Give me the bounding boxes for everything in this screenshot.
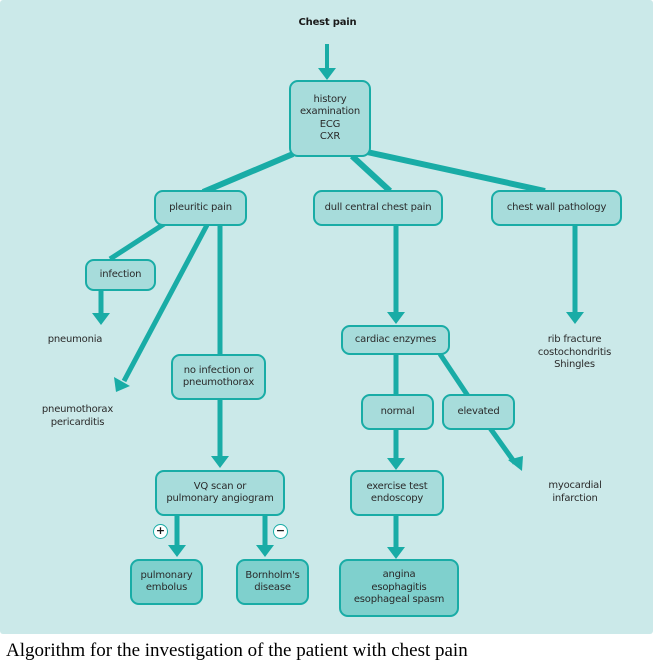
negative-result-icon: − — [273, 524, 288, 539]
node-chest-wall-pathology: chest wall pathology — [491, 190, 622, 226]
flowchart-title: Chest pain — [298, 17, 357, 28]
connector-layer — [92, 44, 584, 559]
node-cardiac-enzymes: cardiac enzymes — [341, 325, 450, 355]
node-infection: infection — [85, 259, 156, 291]
arrowhead-exercise — [387, 458, 405, 470]
arrowhead-chestwall — [566, 312, 584, 324]
connector-pleuritic-to-pneumothorax — [121, 223, 210, 383]
arrowhead-pneumonia — [92, 313, 110, 325]
arrowhead-vq — [211, 456, 229, 468]
node-exercise-test-endoscopy: exercise test endoscopy — [350, 470, 444, 516]
connector-assessment-to-chestwall — [366, 149, 546, 194]
connector-enzymes-to-elevated — [437, 352, 471, 398]
arrowhead-pe — [168, 545, 186, 557]
outcome-pneumothorax-pericarditis: pneumothorax pericarditis — [41, 404, 114, 428]
arrowhead-mi — [508, 456, 523, 471]
node-normal: normal — [361, 394, 434, 430]
node-bornholms-disease: Bornholm's disease — [236, 559, 309, 605]
arrowhead-bornholm — [256, 545, 274, 557]
arrowhead-title — [318, 68, 336, 80]
positive-result-icon: + — [153, 524, 168, 539]
node-dull-central-chest-pain: dull central chest pain — [313, 190, 443, 226]
arrowhead-pneumothorax — [114, 377, 130, 392]
connector-pleuritic-to-infection — [108, 221, 166, 262]
node-assessment: history examination ECG CXR — [289, 80, 371, 157]
figure-caption: Algorithm for the investigation of the p… — [6, 640, 468, 661]
node-vq-scan-or-angiogram: VQ scan or pulmonary angiogram — [155, 470, 285, 516]
outcome-myocardial-infarction: myocardial infarction — [548, 480, 602, 504]
arrowhead-angina — [387, 547, 405, 559]
outcome-chest-wall-diagnoses: rib fracture costochondritis Shingles — [537, 334, 612, 370]
node-no-infection-or-pneumothorax: no infection or pneumothorax — [171, 354, 266, 400]
arrowhead-enzymes — [387, 312, 405, 324]
node-elevated: elevated — [442, 394, 515, 430]
outcome-pneumonia: pneumonia — [47, 334, 103, 345]
node-pleuritic-pain: pleuritic pain — [154, 190, 247, 226]
node-angina-esophagitis: angina esophagitis esophageal spasm — [339, 559, 459, 617]
connector-assessment-to-dull — [349, 153, 393, 194]
connector-assessment-to-pleuritic — [201, 151, 295, 195]
flowchart-canvas: Chest pain history examination ECG CXR p… — [0, 0, 653, 634]
connector-elevated-to-mi — [487, 426, 518, 465]
node-pulmonary-embolus: pulmonary embolus — [130, 559, 203, 605]
